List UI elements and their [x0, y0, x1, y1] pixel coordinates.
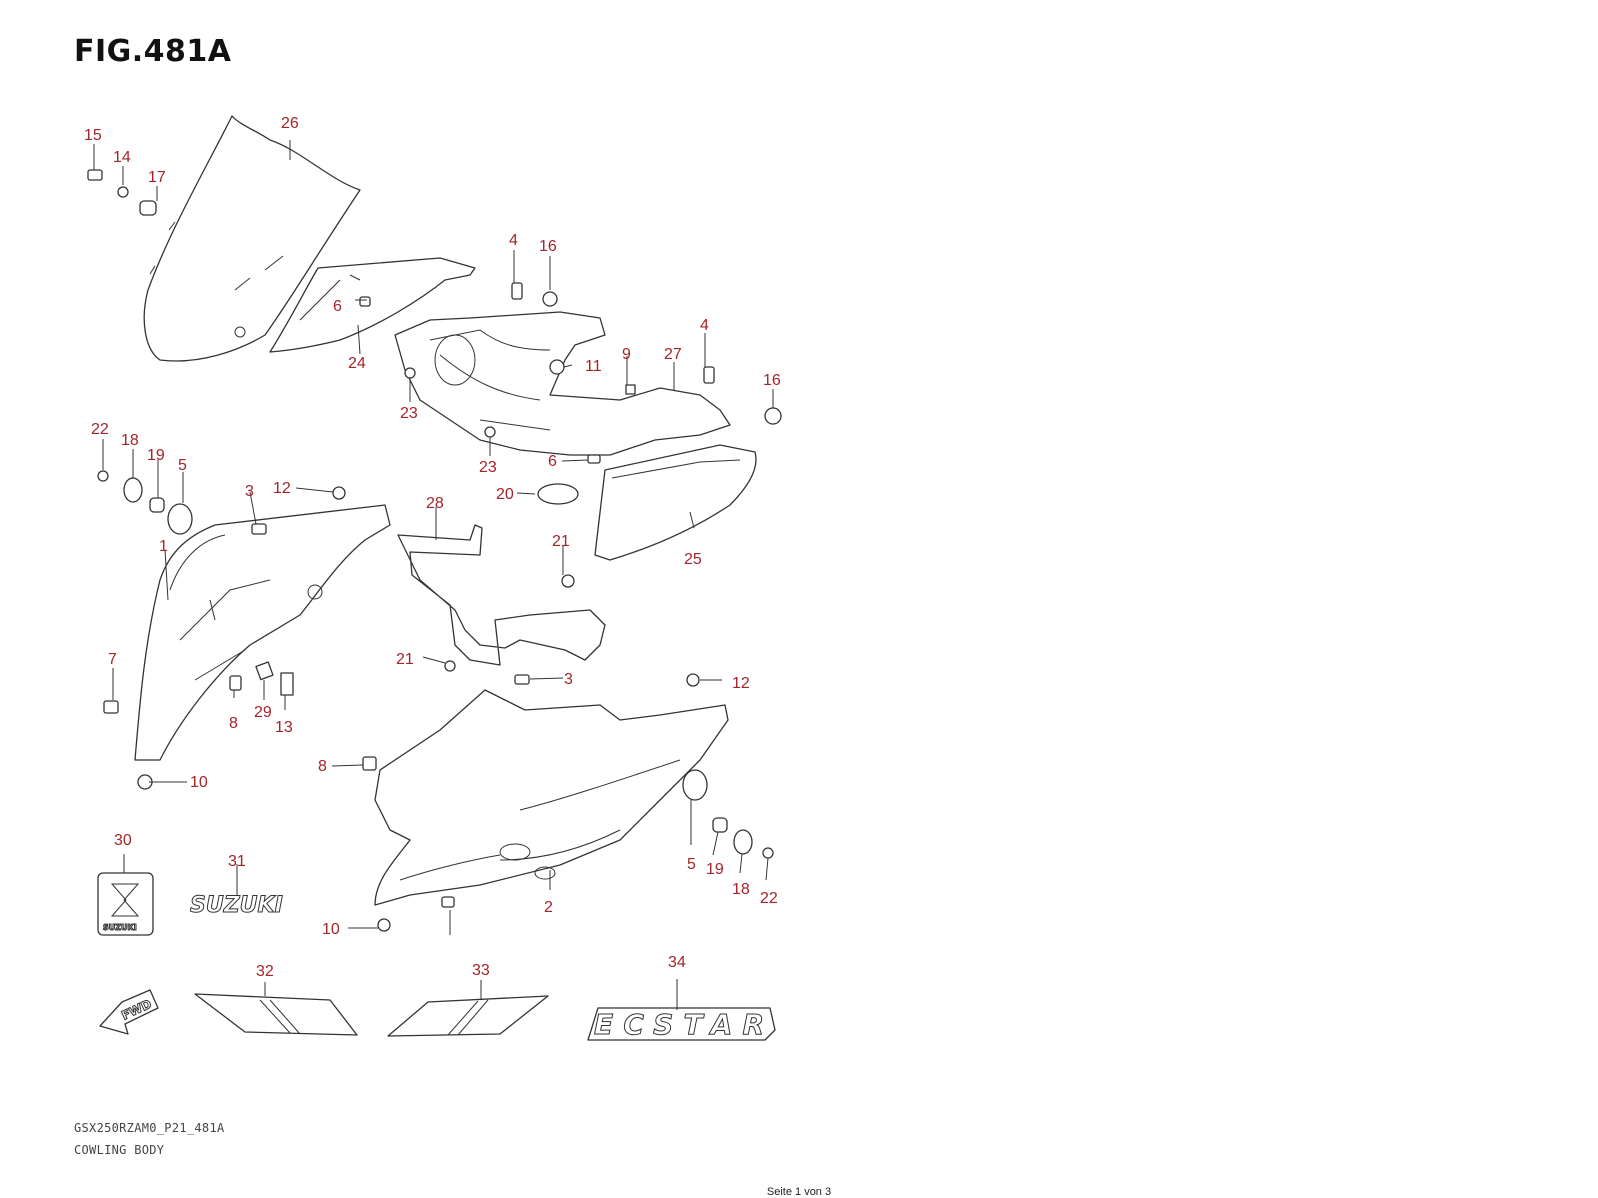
- suzuki-emblem-decal: SUZUKI: [97, 872, 154, 936]
- callout-label: 18: [732, 881, 750, 898]
- callout-label: 32: [256, 963, 274, 980]
- callout-label: 5: [178, 457, 187, 474]
- callout-label: 15: [84, 127, 102, 144]
- callout-label: 25: [684, 551, 702, 568]
- callout-label: 30: [114, 832, 132, 849]
- callout-label: 34: [668, 954, 686, 971]
- callout-label: 7: [108, 651, 117, 668]
- callout-label: 3: [564, 671, 573, 688]
- lower-cowling-part: [374, 689, 729, 906]
- callout-label: 6: [548, 453, 557, 470]
- leader-lines: [93, 140, 774, 1010]
- callout-label: 29: [254, 704, 272, 721]
- callout-label: 23: [479, 459, 497, 476]
- callout-label: 13: [275, 719, 293, 736]
- callout-label: 16: [539, 238, 557, 255]
- left-cowling-part: [134, 504, 391, 761]
- callout-label: 12: [273, 480, 291, 497]
- callout-numbers: 26 15 14 17 4 16 6 24 9 11 27 4 16 23 23…: [84, 115, 781, 980]
- ecstar-decal: ECSTAR: [587, 1007, 776, 1042]
- callout-label: 4: [509, 232, 518, 249]
- callout-label: 28: [426, 495, 444, 512]
- fastener-parts: [87, 169, 782, 932]
- callout-label: 27: [664, 346, 682, 363]
- logo-word-text: SUZUKI: [190, 893, 283, 918]
- callout-label: 8: [229, 715, 238, 732]
- callout-label: 5: [687, 856, 696, 873]
- callout-label: 22: [760, 890, 778, 907]
- callout-label: 19: [706, 861, 724, 878]
- model-code: GSX250RZAM0_P21_481A: [74, 1121, 225, 1135]
- meter-panel-part: [394, 311, 731, 456]
- callout-label: 9: [622, 346, 631, 363]
- callout-label: 12: [732, 675, 750, 692]
- right-stripe-decal: [387, 995, 549, 1037]
- callout-label: 4: [700, 317, 709, 334]
- callout-label: 6: [333, 298, 342, 315]
- page-indicator: Seite 1 von 3: [766, 1186, 832, 1198]
- callout-label: 16: [763, 372, 781, 389]
- callout-label: 10: [322, 921, 340, 938]
- fwd-arrow-decal: FWD: [99, 989, 159, 1035]
- callout-label: 2: [544, 899, 553, 916]
- callout-label: 31: [228, 853, 246, 870]
- callout-label: 21: [396, 651, 414, 668]
- windscreen-part: [143, 115, 361, 362]
- callout-label: 11: [585, 358, 602, 375]
- callout-label: 1: [159, 538, 168, 555]
- callout-label: 23: [400, 405, 418, 422]
- callout-label: 19: [147, 447, 165, 464]
- left-stripe-decal: [194, 993, 358, 1036]
- callout-label: 33: [472, 962, 490, 979]
- callout-label: 22: [91, 421, 109, 438]
- callout-label: 18: [121, 432, 139, 449]
- callout-label: 17: [148, 169, 166, 186]
- callout-label: 8: [318, 758, 327, 775]
- callout-label: 10: [190, 774, 208, 791]
- callout-label: 26: [281, 115, 299, 132]
- callout-label: 20: [496, 486, 514, 503]
- figure-title: FIG.481A: [74, 34, 232, 69]
- section-name: COWLING BODY: [74, 1143, 165, 1157]
- suzuki-logo-decal: SUZUKI: [190, 893, 284, 919]
- callout-label: 14: [113, 149, 131, 166]
- callout-label: 24: [348, 355, 366, 372]
- callout-label: 21: [552, 533, 570, 550]
- side-cover-part: [594, 444, 757, 561]
- inner-cowl-panel-part: [269, 257, 476, 353]
- emblem-logo-text: SUZUKI: [103, 923, 137, 932]
- callout-label: 3: [245, 483, 254, 500]
- bracket-part: [397, 524, 606, 666]
